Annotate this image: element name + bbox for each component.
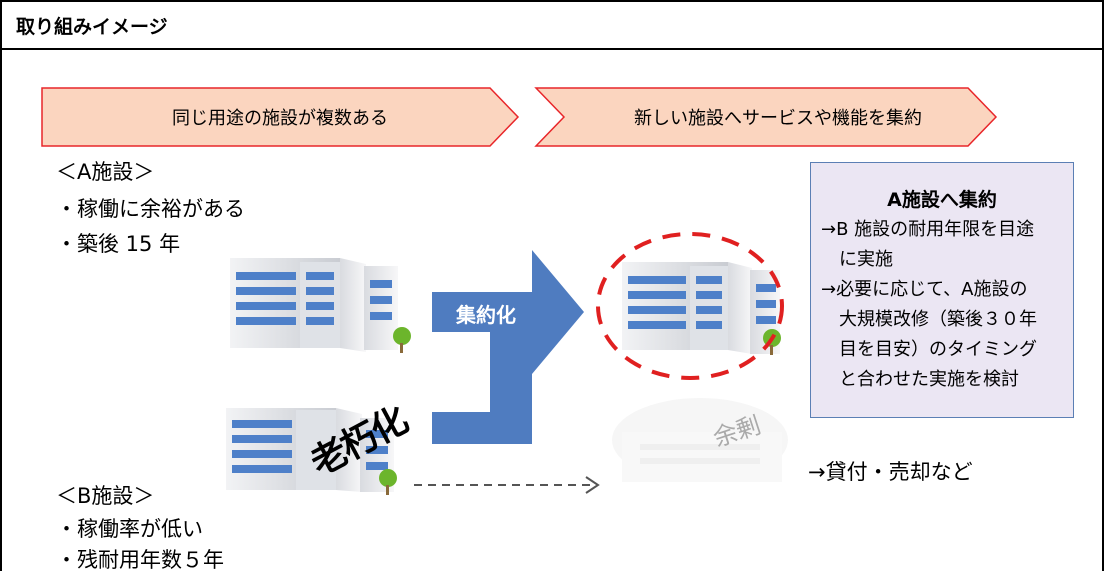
building-b-icon: [226, 408, 397, 495]
highlight-dashed-circle: [596, 232, 784, 380]
step-arrow-left-label: 同じ用途の施設が複数ある: [172, 108, 388, 129]
header-bar: 取り組みイメージ: [0, 0, 1104, 50]
facility-b-title: ＜B施設＞: [56, 484, 155, 508]
step-arrow-right: [534, 87, 998, 147]
facility-a-title: ＜A施設＞: [56, 160, 155, 184]
callout-line-1: →B 施設の耐用年限を目途: [821, 219, 1035, 240]
callout-title: A施設へ集約: [887, 189, 997, 211]
building-consolidated-icon: [622, 262, 781, 355]
callout-line-3: →必要に応じて、A施設の: [821, 279, 1028, 300]
facility-b-bullet-1: ・稼働率が低い: [56, 517, 203, 541]
step-arrow-right-label: 新しい施設へサービスや機能を集約: [634, 108, 922, 129]
building-a-icon: [230, 258, 411, 353]
consolidate-label: 集約化: [456, 303, 516, 327]
callout-line-6: と合わせた実施を検討: [821, 369, 1019, 390]
step-arrow-left: [41, 87, 520, 147]
callout-line-4: 大規模改修（築後３０年: [821, 309, 1037, 330]
lend-sell-text: →貸付・売却など: [808, 460, 973, 484]
callout-line-5: 目を目安）のタイミング: [821, 339, 1037, 360]
facility-a-bullet-1: ・稼働に余裕がある: [56, 197, 245, 221]
callout-line-2: に実施: [821, 249, 893, 270]
page-title: 取り組みイメージ: [16, 16, 168, 38]
facility-b-bullet-2: ・残耐用年数５年: [56, 548, 224, 572]
surplus-building-icon: [612, 398, 788, 482]
consolidate-arrow: [432, 250, 584, 444]
consolidation-callout: A施設へ集約 →B 施設の耐用年限を目途 に実施 →必要に応じて、A施設の 大規…: [810, 162, 1074, 418]
facility-a-bullet-2: ・築後 15 年: [56, 232, 181, 256]
